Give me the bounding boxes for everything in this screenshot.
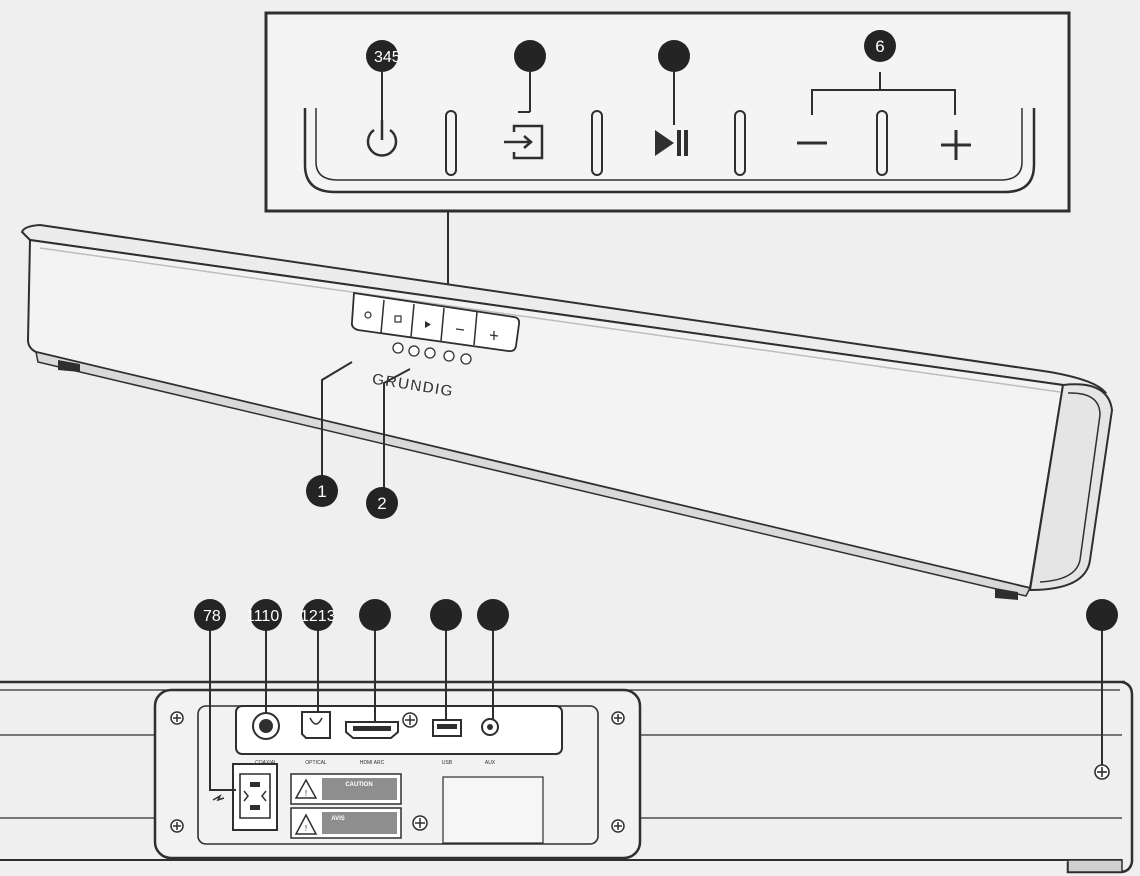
screw-icon — [170, 819, 184, 833]
leader-line-2 — [383, 368, 411, 488]
callout-label: 345 — [374, 49, 401, 66]
callout-aux — [477, 599, 509, 631]
rating-label-area — [442, 776, 544, 844]
optical-label: OPTICAL — [305, 760, 327, 766]
callout-12-13: 1213 — [300, 599, 336, 631]
soundbar-rear: COAXIAL OPTICAL HDMI ARC USB AUX ! CAUTI… — [0, 599, 1134, 874]
front-control-strip — [350, 291, 521, 353]
callout-label: 1110 — [246, 608, 279, 625]
divider — [591, 110, 603, 176]
wall-mount-screw-icon — [1094, 764, 1110, 780]
play-pause-icon-small — [425, 321, 431, 328]
led-indicators — [392, 342, 472, 365]
callout-7-8: 78 — [194, 599, 226, 631]
callout-wall-mount — [1086, 599, 1118, 631]
screw-icon — [170, 711, 184, 725]
rear-leader-lines — [209, 630, 1103, 791]
usb-label: USB — [442, 760, 453, 766]
divider — [445, 110, 457, 176]
callout-3-4-5: 345 — [366, 40, 401, 72]
divider — [876, 110, 888, 176]
plus-icon-small — [489, 331, 499, 340]
ac-power-inlet — [232, 763, 278, 831]
aux-port — [481, 718, 499, 736]
aux-label: AUX — [485, 760, 496, 766]
usb-port — [432, 719, 462, 737]
screw-icon — [611, 819, 625, 833]
callout-2: 2 — [366, 487, 398, 519]
caution-label: ! CAUTION — [290, 773, 402, 805]
callout-label: 78 — [203, 608, 221, 625]
power-symbol-icon — [212, 794, 225, 802]
soundbar-front: GRUNDIG 1 2 — [20, 223, 1114, 600]
callout-label: 1 — [317, 482, 326, 501]
callout-6: 6 — [864, 30, 896, 62]
minus-icon-small — [455, 328, 465, 331]
hdmi-port — [345, 721, 399, 739]
callout-input — [514, 40, 546, 72]
caution-text: CAUTION — [345, 782, 372, 788]
control-panel-zoom: 345 6 — [264, 11, 1071, 318]
avis-text: AVIS — [331, 816, 345, 822]
input-icon — [504, 124, 544, 160]
input-icon-small — [394, 315, 402, 323]
plus-icon — [941, 130, 971, 160]
screw-icon — [412, 815, 428, 831]
callout-label: 6 — [875, 37, 884, 56]
svg-text:!: ! — [305, 789, 307, 798]
screw-icon — [611, 711, 625, 725]
coaxial-port — [252, 712, 280, 740]
callout-usb — [430, 599, 462, 631]
play-pause-icon — [655, 130, 688, 156]
callout-11-10: 1110 — [246, 599, 282, 631]
optical-port — [301, 711, 331, 739]
hdmi-label: HDMI ARC — [360, 760, 385, 766]
power-icon — [366, 120, 398, 157]
callout-play-pause — [658, 40, 690, 72]
leader-line-1 — [321, 361, 353, 480]
divider — [734, 110, 746, 176]
svg-text:!: ! — [305, 824, 307, 833]
callout-1: 1 — [306, 475, 338, 507]
callout-label: 1213 — [300, 608, 336, 625]
callout-hdmi — [359, 599, 391, 631]
avis-label: ! AVIS — [290, 807, 402, 839]
power-icon-small — [364, 311, 372, 319]
callout-label: 2 — [377, 494, 386, 513]
screw-icon — [402, 712, 418, 728]
